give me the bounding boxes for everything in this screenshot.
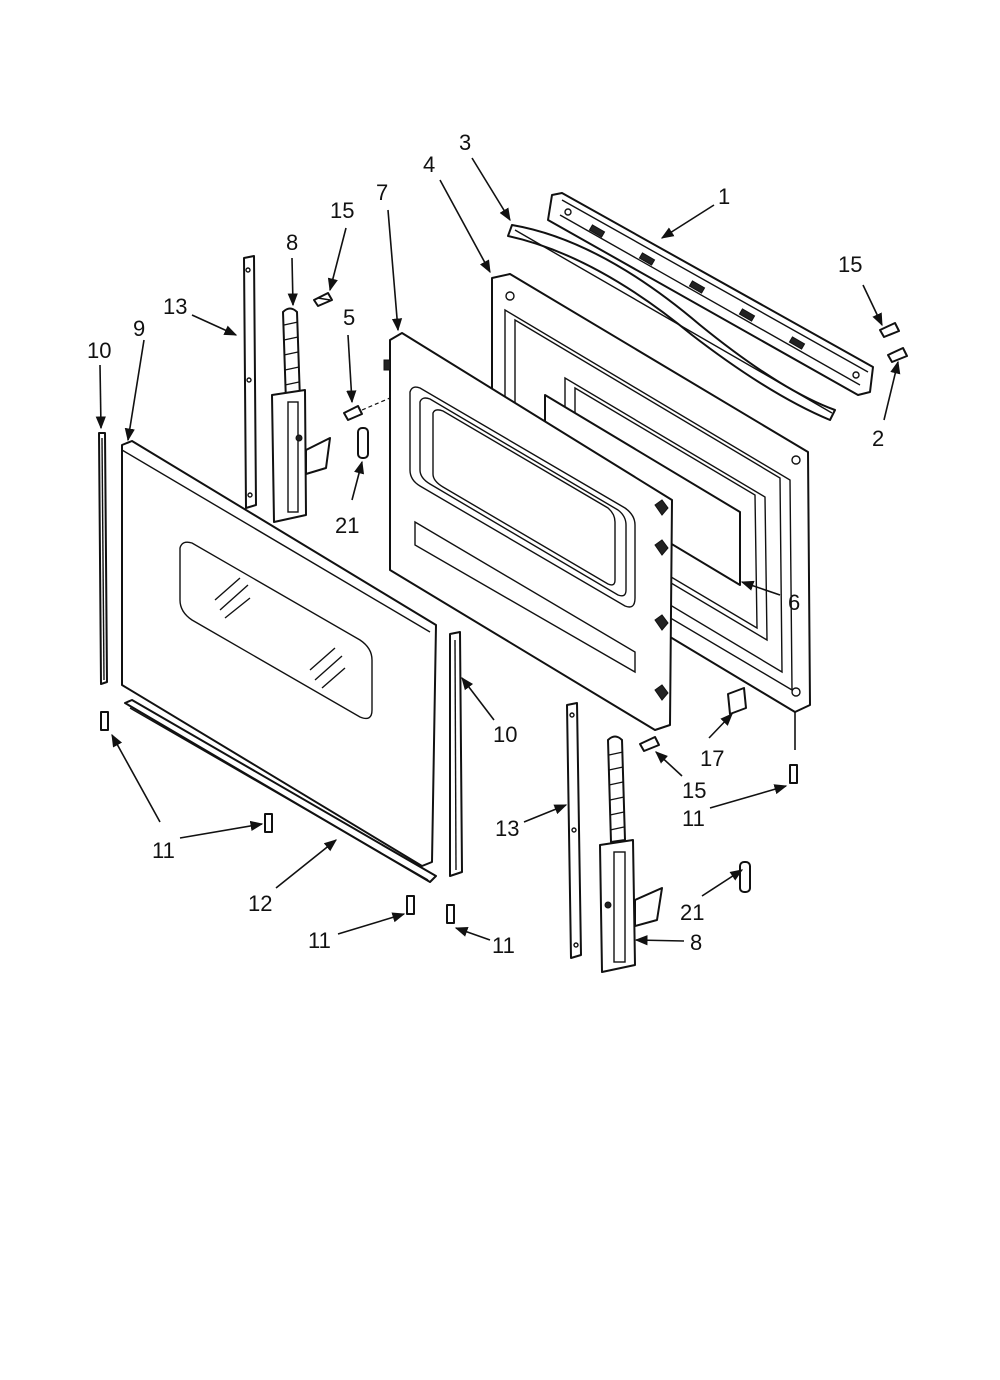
callout-6: 6	[788, 590, 800, 615]
side-trim-left-part	[98, 432, 108, 685]
screw-11-e	[789, 764, 798, 784]
screw-11-d	[446, 904, 455, 924]
door-handle-part	[507, 224, 836, 421]
callout-15-bottom: 15	[682, 778, 706, 803]
callout-11-bottom-mid: 11	[492, 933, 515, 958]
spacer-21-top	[357, 427, 369, 459]
side-trim-right-part	[449, 631, 463, 877]
screw-2	[887, 347, 908, 363]
callout-10-right: 10	[493, 722, 517, 747]
leader-lines	[95, 157, 901, 946]
hinge-bottom-part	[599, 735, 663, 973]
callout-15-top: 15	[330, 198, 354, 223]
callout-8-top: 8	[286, 230, 298, 255]
callout-11-bottom-left: 11	[308, 928, 331, 953]
hinge-receptacle-bottom-part	[566, 702, 582, 959]
callout-21-bottom: 21	[680, 900, 704, 925]
callout-11-left: 11	[152, 838, 175, 863]
screw-11-b	[264, 813, 273, 833]
callout-13-top: 13	[163, 294, 187, 319]
callout-10-left: 10	[87, 338, 111, 363]
callout-8-bottom: 8	[690, 930, 702, 955]
screw-15-right	[879, 322, 900, 338]
screw-11-c	[406, 895, 415, 915]
callout-4: 4	[423, 152, 435, 177]
spacer-21-bottom	[739, 861, 751, 893]
callout-13-bottom: 13	[495, 816, 519, 841]
bottom-trim-part	[124, 699, 437, 883]
door-top-trim-part	[547, 192, 874, 396]
clip-17	[727, 687, 747, 715]
screw-5	[343, 397, 391, 421]
screw-15-top	[313, 292, 333, 307]
door-panel-part	[383, 332, 673, 731]
callout-2: 2	[872, 426, 884, 451]
callout-15-right: 15	[838, 252, 862, 277]
callout-1: 1	[718, 184, 730, 209]
callout-17: 17	[700, 746, 724, 771]
hinge-receptacle-top-part	[243, 255, 257, 509]
callout-5: 5	[343, 305, 355, 330]
callout-7: 7	[376, 180, 388, 205]
callout-21-top: 21	[335, 513, 359, 538]
screw-11-a	[100, 711, 109, 731]
callout-labels: 1 2 3 4 5 6 7 8 8 9 10 10 11 11 11 11 12…	[87, 130, 884, 958]
screw-15-bottom	[639, 736, 660, 752]
callout-9: 9	[133, 316, 145, 341]
callout-11-right: 11	[682, 806, 705, 831]
callout-12: 12	[248, 891, 272, 916]
callout-3: 3	[459, 130, 471, 155]
hinge-top-part	[271, 307, 331, 523]
